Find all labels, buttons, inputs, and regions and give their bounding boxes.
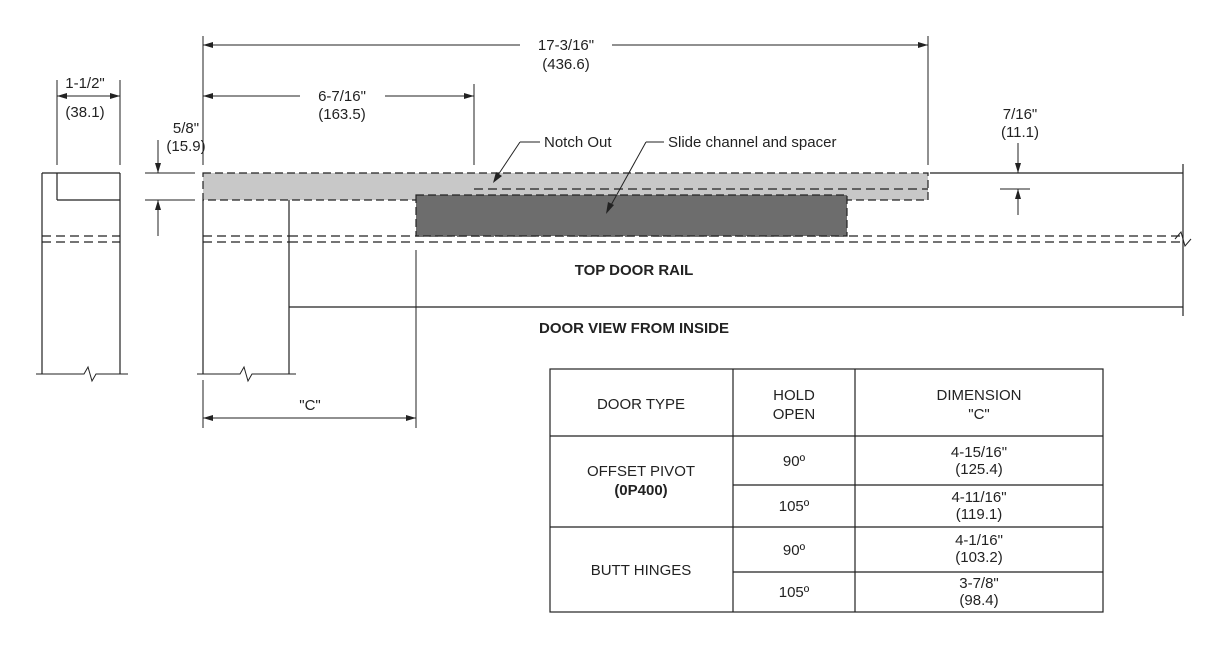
notch-length-metric: (163.5) — [318, 106, 366, 123]
channel-offset-metric: (11.1) — [1001, 124, 1039, 141]
door-type-offset-pivot: OFFSET PIVOT — [587, 463, 695, 480]
header-hold-open-2: OPEN — [773, 406, 816, 423]
table-cell-dim-metric: (103.2) — [955, 549, 1003, 566]
table-cell-dim-metric: (125.4) — [955, 461, 1003, 478]
notch-out-label: Notch Out — [544, 134, 612, 151]
table-cell-dim-imperial: 3-7/8" — [959, 575, 999, 592]
notch-depth-imperial: 5/8" — [173, 120, 199, 137]
notch-out-callout: Notch Out — [493, 134, 612, 183]
table-cell-dim-imperial: 4-15/16" — [951, 444, 1007, 461]
header-dimension-2: "C" — [968, 406, 989, 423]
table-cell-dim-metric: (119.1) — [956, 506, 1002, 523]
frame-width-metric: (38.1) — [65, 104, 104, 121]
slide-channel-label: Slide channel and spacer — [668, 134, 836, 151]
door-type-butt-hinges: BUTT HINGES — [591, 562, 692, 579]
header-door-type: DOOR TYPE — [597, 396, 685, 413]
top-door-rail-label: TOP DOOR RAIL — [575, 262, 694, 279]
notch-depth-metric: (15.9) — [166, 138, 205, 155]
overall-length-dimension: 17-3/16" (436.6) — [202, 36, 929, 165]
table-cell-hold-open: 90º — [783, 542, 806, 559]
channel-offset-imperial: 7/16" — [1003, 106, 1038, 123]
door-view-label: DOOR VIEW FROM INSIDE — [539, 320, 729, 337]
channel-offset-dimension: 7/16" (11.1) — [1000, 106, 1039, 215]
door-stile — [197, 200, 296, 383]
header-dimension-1: DIMENSION — [936, 387, 1021, 404]
overall-length-metric: (436.6) — [542, 56, 590, 73]
table-cell-hold-open: 105º — [779, 584, 810, 601]
table-cell-dim-imperial: 4-11/16" — [951, 489, 1006, 506]
slide-channel-callout: Slide channel and spacer — [606, 134, 836, 214]
notch-length-imperial: 6-7/16" — [318, 88, 366, 105]
door-frame — [36, 172, 128, 383]
notch-length-dimension: 6-7/16" (163.5) — [203, 84, 475, 165]
table-cell-hold-open: 90º — [783, 453, 806, 470]
notch-depth-dimension: 5/8" (15.9) — [145, 120, 206, 236]
table-cell-dim-metric: (98.4) — [959, 592, 998, 609]
top-door-rail: TOP DOOR RAIL — [289, 164, 1192, 316]
header-hold-open-1: HOLD — [773, 387, 815, 404]
frame-width-imperial: 1-1/2" — [65, 75, 105, 92]
c-dimension-label: "C" — [299, 397, 320, 414]
frame-width-dimension: 1-1/2" (38.1) — [56, 75, 121, 165]
overall-length-imperial: 17-3/16" — [538, 37, 594, 54]
table-cell-dim-imperial: 4-1/16" — [955, 532, 1003, 549]
door-type-offset-pivot-model: (0P400) — [614, 482, 667, 499]
slide-channel-spacer — [415, 194, 848, 237]
table-cell-hold-open: 105º — [779, 498, 810, 515]
dimension-table: DOOR TYPE HOLD OPEN DIMENSION "C" OFFSET… — [549, 368, 1104, 613]
c-dimension: "C" — [202, 250, 417, 428]
